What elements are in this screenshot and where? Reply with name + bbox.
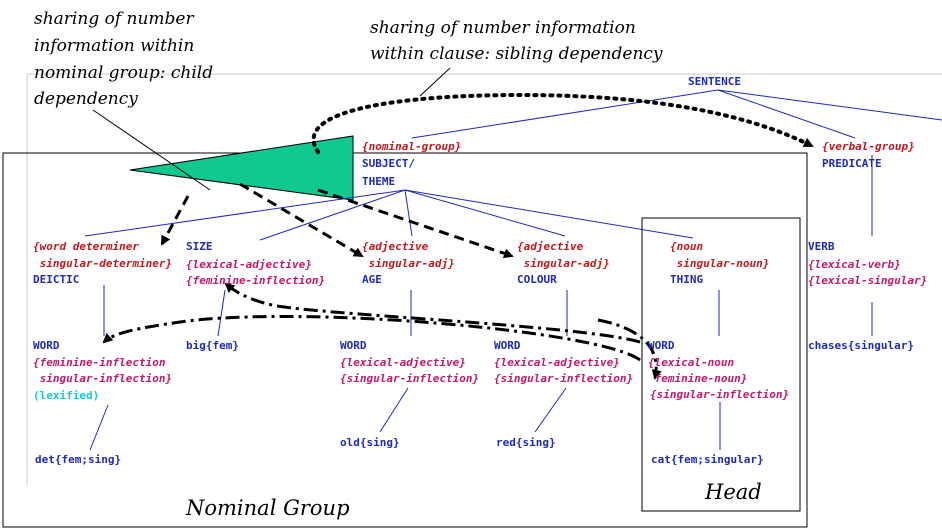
child-annotation-leader — [92, 109, 211, 191]
child-annotation-line2: information within — [34, 36, 194, 56]
tree-lines — [84, 89, 942, 451]
thing-word-label: WORD — [648, 339, 675, 352]
sibling-dependency-arrow — [311, 92, 814, 154]
predicate-label: PREDICATE — [822, 157, 882, 170]
arrow-to-thing-word — [597, 318, 662, 380]
det-word-feature-1: {feminine-inflection — [33, 356, 166, 369]
age-feature-2: singular-adj} — [362, 257, 455, 270]
deictic-feature-1: {word determiner — [33, 240, 139, 253]
thing-feature-2: singular-noun} — [670, 257, 769, 270]
predicate-feature: {verbal-group} — [822, 140, 915, 153]
age-word: old{sing} — [340, 436, 400, 449]
size-feature-2: {feminine-inflection} — [186, 274, 325, 287]
sibling-annotation-leader — [419, 67, 451, 97]
det-word-lexified: (lexified) — [33, 389, 99, 402]
age-word-label: WORD — [340, 339, 367, 352]
verb-feature-2: {lexical-singular} — [808, 274, 927, 287]
colour-word-feature-1: {lexical-adjective} — [494, 356, 620, 369]
det-word: det{fem;sing} — [35, 453, 121, 466]
deictic-feature-2: singular-determiner} — [33, 257, 172, 270]
thing-word: cat{fem;singular} — [651, 453, 764, 466]
thing-word-feature-2: feminine-noun} — [648, 372, 747, 385]
arrow-to-deictic — [160, 195, 190, 246]
verb-feature-1: {lexical-verb} — [808, 258, 901, 271]
colour-label: COLOUR — [517, 273, 557, 286]
sentence-label: SENTENCE — [688, 75, 741, 88]
theme-label: THEME — [362, 175, 395, 188]
colour-word-label: WORD — [494, 339, 521, 352]
size-feature-1: {lexical-adjective} — [186, 258, 312, 271]
arrow-head-to-det-word — [102, 314, 641, 362]
age-feature-1: {adjective — [362, 240, 429, 253]
thing-word-feature-1: {lexical-noun — [648, 356, 734, 369]
subject-label: SUBJECT/ — [362, 157, 415, 170]
head-title: Head — [704, 480, 762, 504]
det-word-label: WORD — [33, 339, 60, 352]
nominal-group-title: Nominal Group — [185, 496, 350, 520]
thing-word-feature-3: {singular-inflection} — [650, 388, 789, 401]
colour-word: red{sing} — [496, 436, 556, 449]
age-word-feature-1: {lexical-adjective} — [340, 356, 466, 369]
child-annotation-line3: nominal group: child — [34, 63, 213, 83]
head-box — [641, 217, 801, 512]
size-word: big{fem} — [186, 339, 239, 352]
child-annotation-line4: dependency — [34, 89, 138, 109]
dependency-arrows — [102, 92, 814, 380]
age-word-feature-2: {singular-inflection} — [340, 372, 479, 385]
thing-feature-1: {noun — [670, 240, 703, 253]
det-word-feature-2: singular-inflection} — [33, 372, 172, 385]
colour-feature-2: singular-adj} — [517, 257, 610, 270]
arrow-to-age — [239, 182, 364, 258]
deictic-label: DEICTIC — [33, 273, 79, 286]
verb-word: chases{singular} — [808, 339, 914, 352]
size-label: SIZE — [186, 240, 213, 253]
colour-feature-1: {adjective — [517, 240, 584, 253]
arrow-head-to-size — [224, 282, 641, 344]
colour-word-feature-2: {singular-inflection} — [494, 372, 633, 385]
verb-label: VERB — [808, 240, 835, 253]
age-label: AGE — [362, 273, 382, 286]
arrow-to-colour — [317, 188, 514, 259]
sibling-annotation-line1: sharing of number information — [370, 18, 636, 38]
nominal-group-box — [2, 152, 808, 528]
child-annotation-line1: sharing of number — [34, 9, 194, 29]
sibling-annotation-line2: within clause: sibling dependency — [370, 44, 663, 64]
subject-feature: {nominal-group} — [362, 140, 461, 153]
thing-label: THING — [670, 273, 703, 286]
